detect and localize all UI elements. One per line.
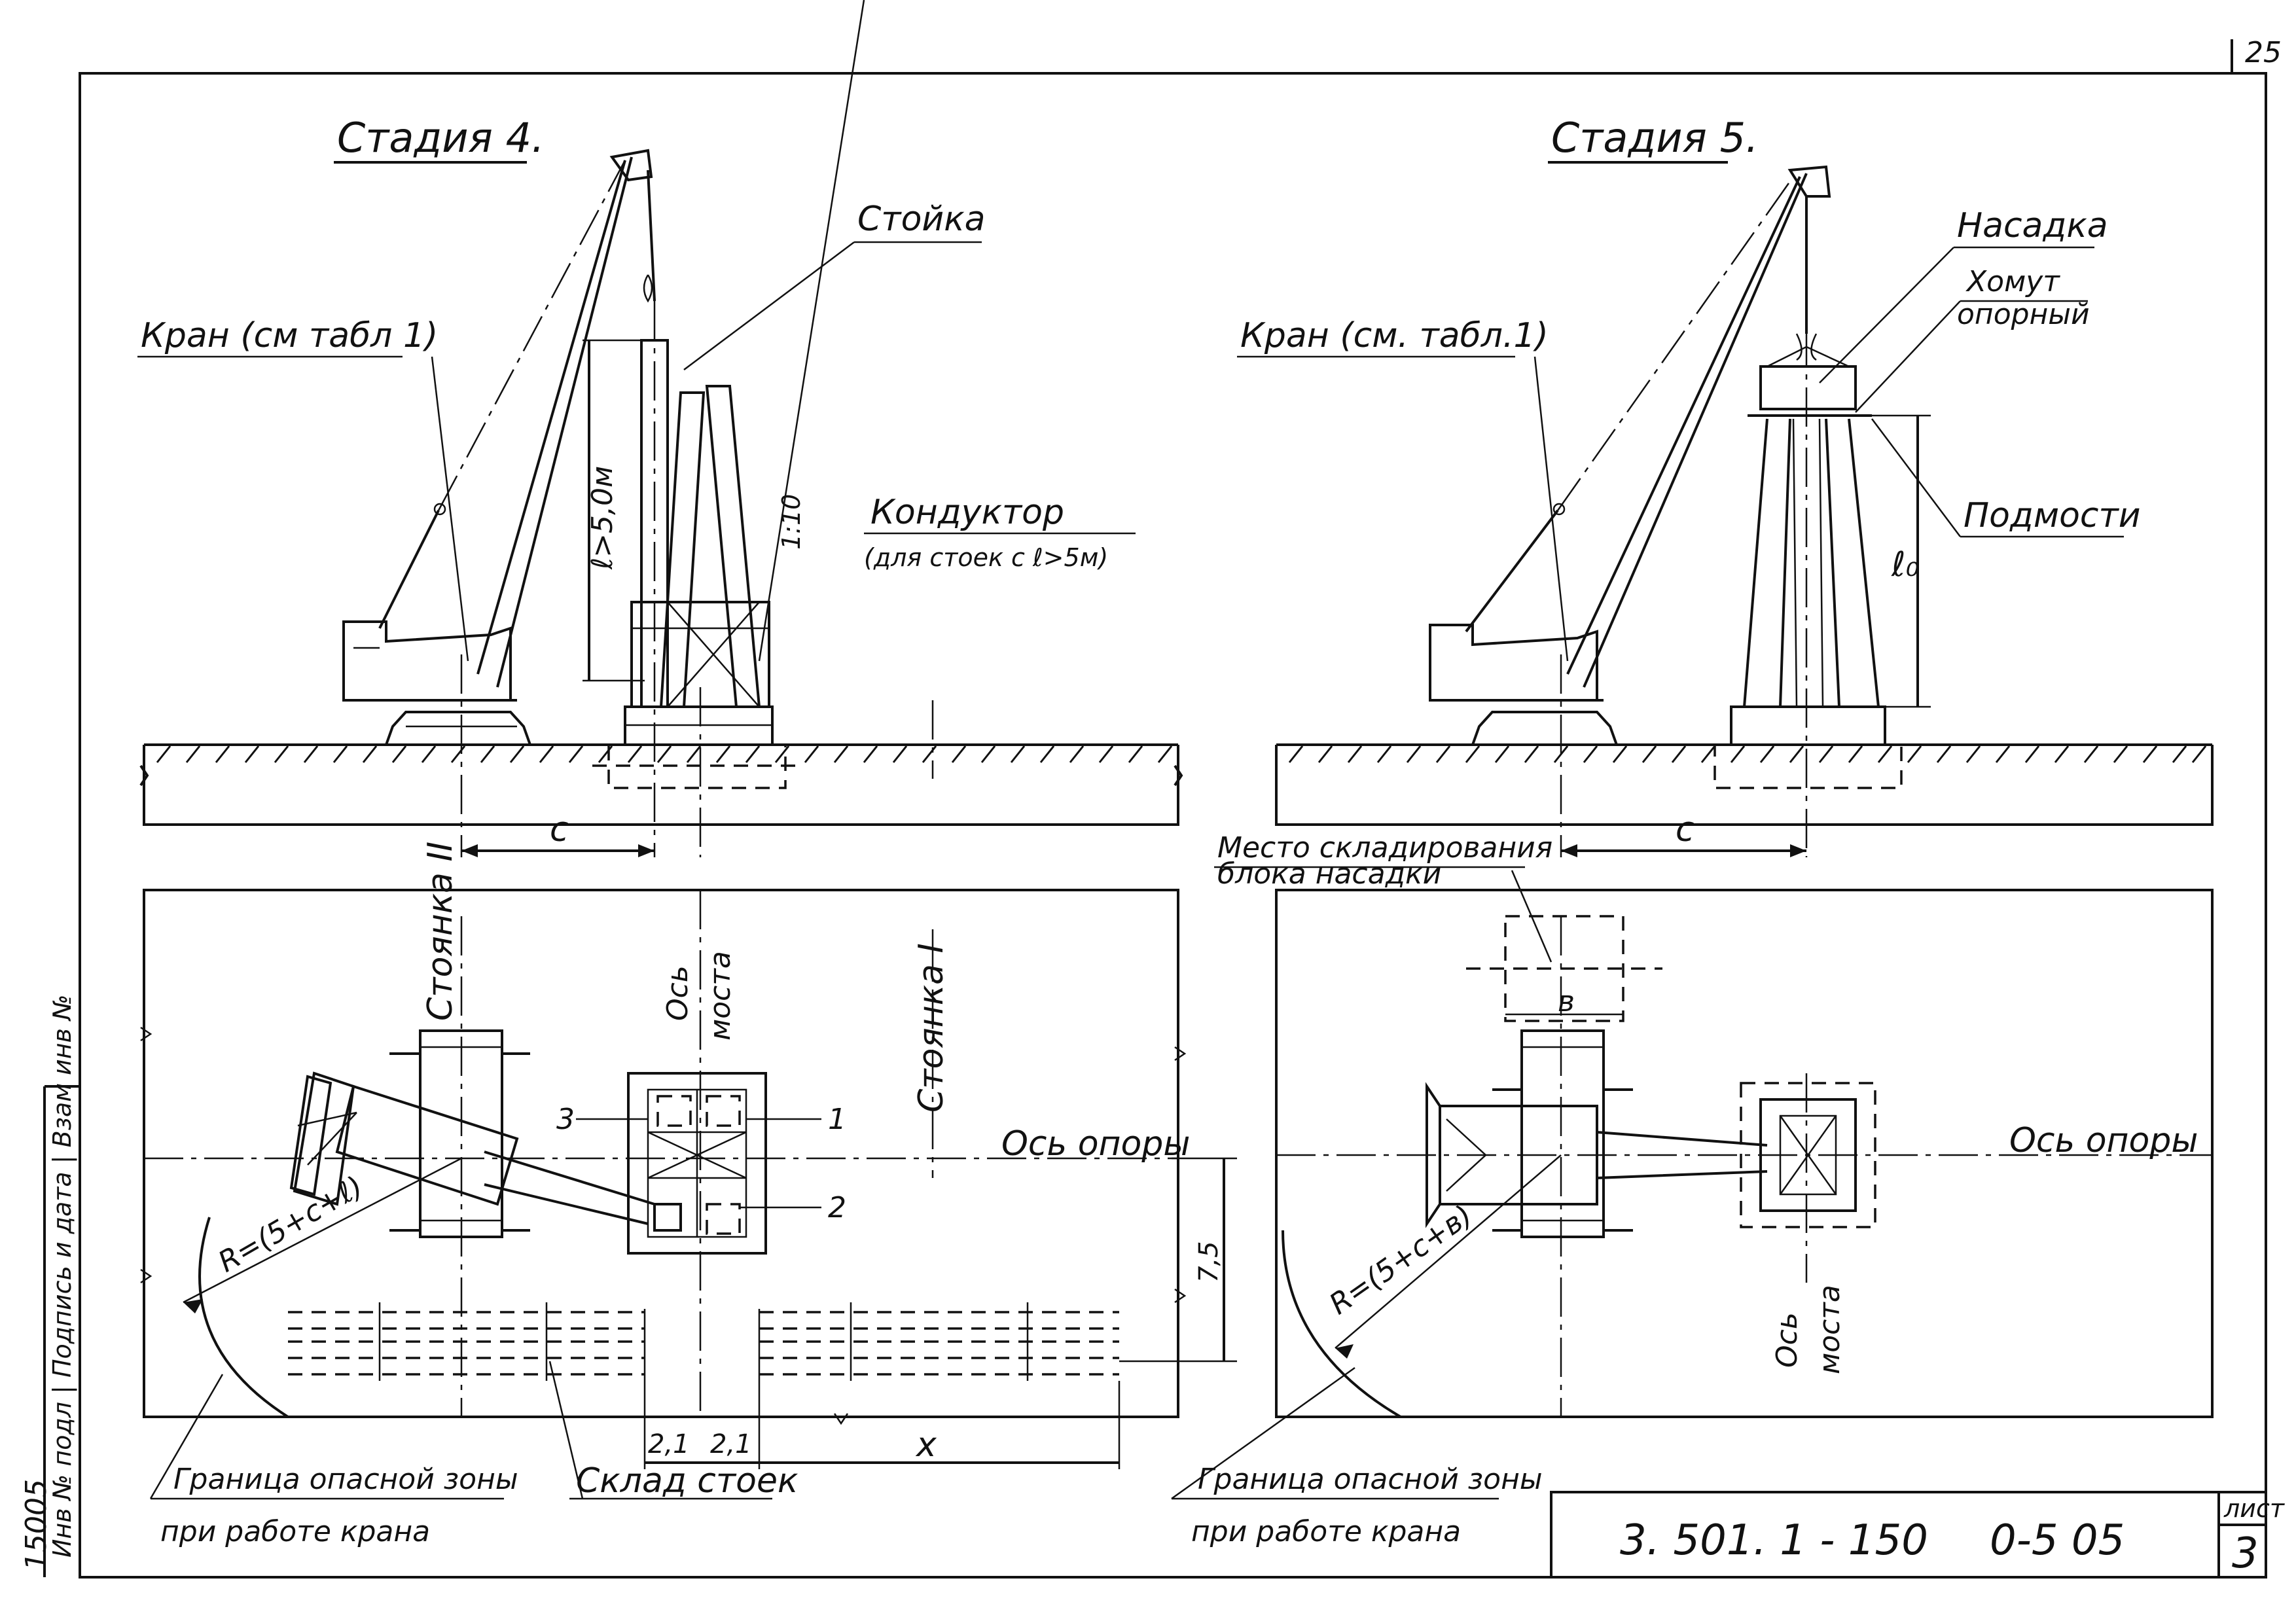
bridge-axis-4-top: Ось <box>661 965 694 1021</box>
danger-zone-4-line1: Граница опасной зоны <box>173 1463 518 1496</box>
bridge-axis-4-bottom: моста <box>704 951 737 1041</box>
stage4-plan: R=(5+c+ℓ) 3 1 2 Стоянка II Стоянка I Ось… <box>140 842 1237 1548</box>
stage4-elevation: Стадия 4. <box>137 0 1183 857</box>
crane-4 <box>342 149 656 746</box>
storage-racks-4 <box>288 1302 1119 1381</box>
callout-3: 3 <box>556 1103 575 1136</box>
jig-label: Кондуктор <box>870 493 1064 532</box>
dim-b: в <box>1558 985 1575 1018</box>
stamp-code: 3. 501. 1 - 150 <box>1620 1516 1928 1565</box>
clamp-label-2: опорный <box>1957 298 2090 331</box>
sheet-frame <box>79 72 2267 1578</box>
bridge-axis-5-top: Ось <box>1770 1312 1804 1368</box>
callout-2: 2 <box>828 1191 846 1224</box>
pier-5: ℓ₀ <box>1713 327 1931 857</box>
crane-label-5: Кран (см. табл.1) <box>1240 316 1549 355</box>
clamp-label-1: Хомут <box>1965 265 2060 298</box>
side-strip-number: 15005 <box>20 1479 53 1571</box>
stamp-sheet-label: лист <box>2223 1494 2286 1523</box>
storage5-line2: блока насадки <box>1217 857 1441 891</box>
dim-c-4: c <box>550 810 569 849</box>
dim-75: 7,5 <box>1194 1241 1224 1283</box>
height-label: ℓ₀ <box>1891 545 1919 584</box>
corner-mark: 25 <box>2245 36 2282 69</box>
stage4-title: Стадия 4. <box>337 114 545 162</box>
title-block: 3. 501. 1 - 150 0-5 05 лист 3 <box>1550 1491 2286 1578</box>
support-axis-4: Ось опоры <box>1001 1124 1190 1164</box>
danger-zone-5-line2: при работе крана <box>1191 1515 1461 1548</box>
parking-1: Стоянка I <box>912 943 951 1113</box>
ground-hatch-4 <box>156 745 1173 763</box>
dim-c-5: c <box>1676 810 1695 849</box>
crane-label-4: Кран (см табл 1) <box>141 316 438 355</box>
cap-label: Насадка <box>1957 206 2108 245</box>
danger-zone-4-line2: при работе крана <box>160 1515 430 1548</box>
parking-2: Стоянка II <box>421 842 460 1021</box>
dim-x: x <box>915 1425 937 1465</box>
stamp-sheet-number: 3 <box>2232 1529 2259 1578</box>
stage5-plan: Место складирования блока насадки в R=(5… <box>1171 831 2214 1548</box>
support-axis-5: Ось опоры <box>2009 1121 2198 1160</box>
crane-5 <box>1429 165 1831 746</box>
storage-label-4: Склад стоек <box>576 1461 798 1501</box>
danger-zone-5-line1: Граница опасной зоны <box>1198 1463 1543 1496</box>
callout-1: 1 <box>828 1103 846 1136</box>
side-strip-header: Инв № подл | Подпись и дата | Взам инв № <box>48 994 77 1558</box>
jig-note: (для стоек с ℓ>5м) <box>864 543 1108 572</box>
stage5-title: Стадия 5. <box>1551 114 1759 162</box>
posts-and-jig: ℓ>5,0м 1:10 <box>460 301 934 857</box>
dim-21a: 2,1 <box>648 1429 690 1459</box>
stage5-elevation: Стадия 5. <box>1237 114 2214 857</box>
bridge-axis-5-bottom: моста <box>1813 1285 1846 1374</box>
storage5-line1: Место складирования <box>1217 831 1552 865</box>
length-label: ℓ>5,0м <box>586 466 619 570</box>
scaffold-label: Подмости <box>1964 496 2141 535</box>
stamp-sheet-code: 0-5 05 <box>1990 1516 2125 1565</box>
side-strip: Инв № подл | Подпись и дата | Взам инв №… <box>20 994 80 1577</box>
radius-label-5: R=(5+c+в) <box>1323 1199 1479 1321</box>
dim-21b: 2,1 <box>710 1429 752 1459</box>
post-label: Стойка <box>857 200 985 239</box>
